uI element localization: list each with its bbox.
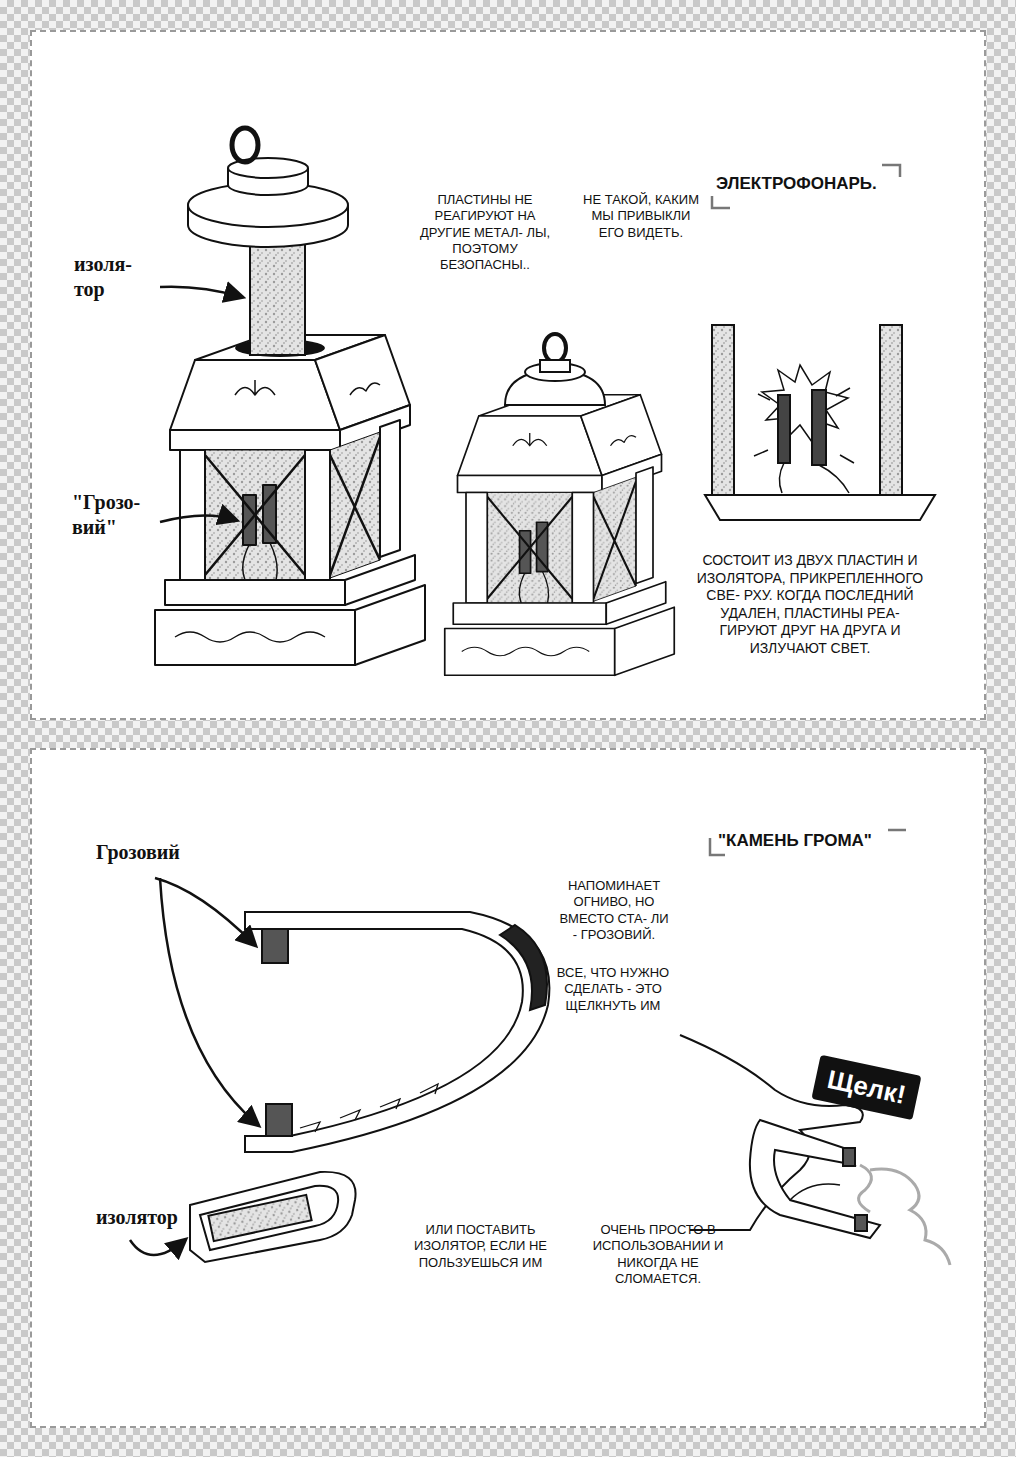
- lantern-large: [155, 128, 425, 665]
- leader-lines: [130, 287, 258, 1255]
- part-name: изолятор: [96, 1205, 206, 1230]
- note-text: НАПОМИНАЕТ ОГНИВО, НО ВМЕСТО СТА- ЛИ - Г…: [558, 878, 670, 943]
- part-name: изоля- тор: [74, 252, 158, 302]
- note-text: НЕ ТАКОЙ, КАКИМ МЫ ПРИВЫКЛИ ЕГО ВИДЕТЬ.: [582, 192, 700, 241]
- lantern-small: [445, 334, 675, 675]
- note-text: СОСТОИТ ИЗ ДВУХ ПЛАСТИН И ИЗОЛЯТОРА, ПРИ…: [690, 552, 930, 657]
- note-text: ВСЕ, ЧТО НУЖНО СДЕЛАТЬ - ЭТО ЩЕЛКНУТЬ ИМ: [552, 965, 674, 1014]
- part-name: Грозовий: [96, 840, 216, 865]
- section-title: ЭЛЕКТРОФОНАРЬ.: [716, 173, 906, 194]
- part-name: "Грозо- вий": [72, 490, 158, 540]
- section-title: "КАМЕНЬ ГРОМА": [718, 830, 918, 851]
- thunder-stone: [245, 912, 549, 1152]
- plates-closeup: [705, 325, 935, 520]
- title-brackets: [710, 165, 906, 855]
- note-text: ПЛАСТИНЫ НЕ РЕАГИРУЮТ НА ДРУГИЕ МЕТАЛ- Л…: [410, 192, 560, 273]
- insulated-stone: [190, 1172, 356, 1262]
- hand-with-stone: [680, 1035, 950, 1265]
- note-text: ОЧЕНЬ ПРОСТО В ИСПОЛЬЗОВАНИИ И НИКОГДА Н…: [588, 1222, 728, 1287]
- note-text: ИЛИ ПОСТАВИТЬ ИЗОЛЯТОР, ЕСЛИ НЕ ПОЛЬЗУЕШ…: [398, 1222, 563, 1271]
